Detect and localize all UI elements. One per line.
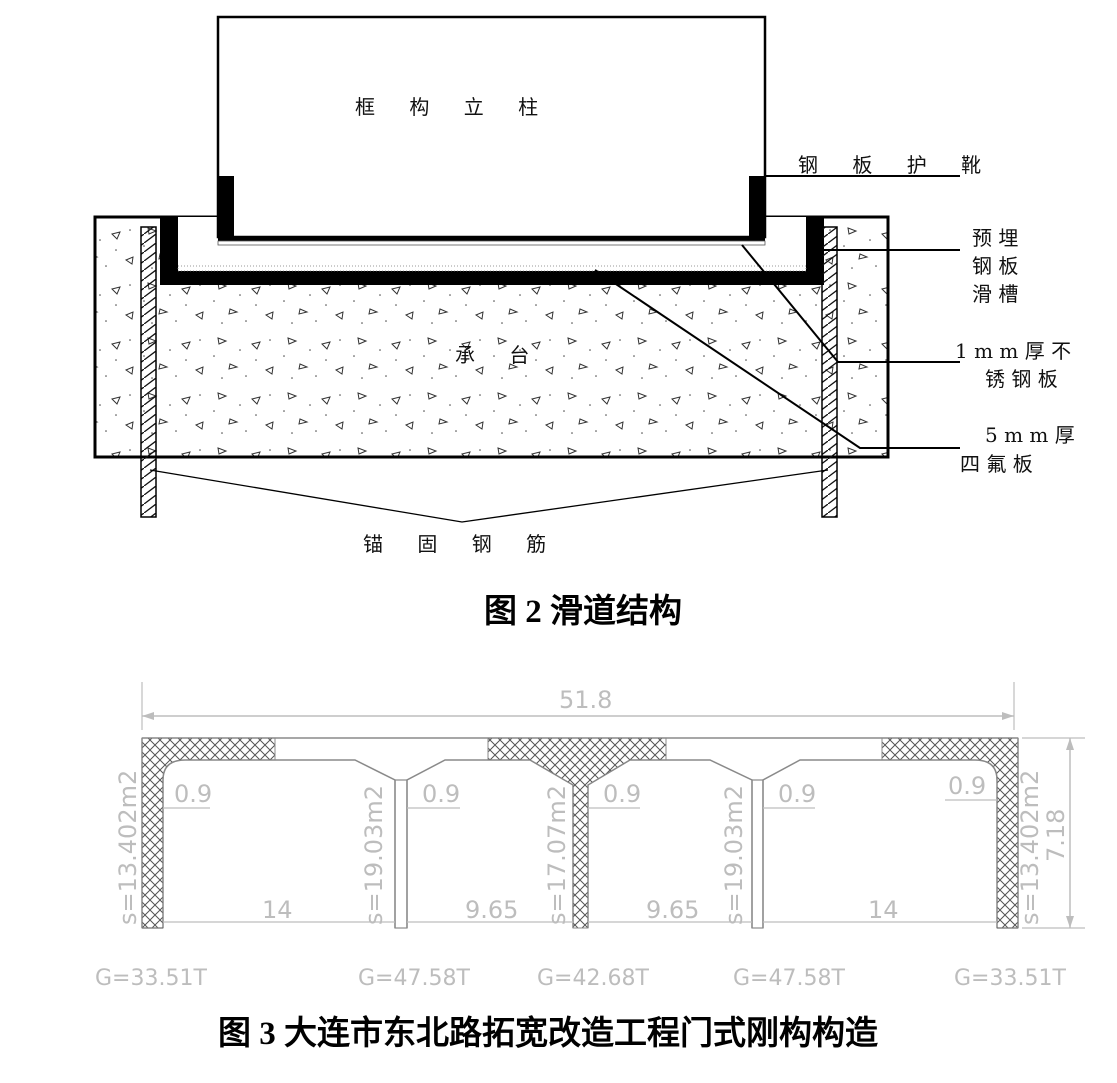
label-ptfe-2: 四 氟 板 bbox=[960, 452, 1033, 476]
figure-2-caption: 图 2 滑道结构 bbox=[484, 593, 682, 630]
stainless-steel-plate bbox=[217, 240, 766, 246]
label-embed-2: 钢 板 bbox=[972, 254, 1018, 278]
label-embed-3: 滑 槽 bbox=[972, 282, 1018, 306]
area-4: s=19.03m2 bbox=[720, 785, 748, 925]
span-2: 9.65 bbox=[465, 896, 518, 924]
label-embed-1: 预 埋 bbox=[972, 226, 1018, 250]
ptfe-plate bbox=[177, 265, 807, 272]
wall-thickness-3: 0.9 bbox=[603, 780, 641, 808]
span-3: 9.65 bbox=[646, 896, 699, 924]
weight-1: G=33.51T bbox=[95, 966, 207, 991]
steel-boot-right bbox=[749, 176, 765, 240]
dim-height: 7.18 bbox=[1042, 809, 1070, 862]
span-1: 14 bbox=[262, 896, 293, 924]
hatch-center-top bbox=[487, 737, 667, 929]
inner-wall-right bbox=[751, 779, 764, 929]
label-boot: 钢 板 护 靴 bbox=[798, 153, 995, 177]
label-ptfe-1: 5 m m 厚 bbox=[985, 423, 1075, 447]
anchor-rebar-left bbox=[140, 226, 157, 518]
embedded-steel-groove bbox=[160, 217, 824, 285]
inner-wall-left bbox=[394, 779, 408, 929]
area-5: s=13.402m2 bbox=[1016, 770, 1044, 925]
weight-2: G=47.58T bbox=[358, 966, 470, 991]
frame-column bbox=[216, 15, 767, 239]
leader-anchor bbox=[149, 469, 829, 523]
leader-steel bbox=[741, 244, 960, 363]
leader-ptfe bbox=[594, 269, 960, 449]
wall-thickness-5: 0.9 bbox=[948, 772, 986, 800]
weight-5: G=33.51T bbox=[954, 966, 1066, 991]
wall-thickness-2: 0.9 bbox=[422, 780, 460, 808]
figure-3-caption: 图 3 大连市东北路拓宽改造工程门式刚构构造 bbox=[218, 1014, 878, 1052]
area-3: s=17.07m2 bbox=[543, 785, 571, 925]
label-anchor: 锚 固 钢 筋 bbox=[363, 532, 560, 556]
column-base-plate bbox=[218, 236, 765, 241]
dim-arrow-right bbox=[1002, 712, 1014, 720]
dim-arrow-left bbox=[142, 712, 154, 720]
figure-3-portal-frame: 51.8 0.9 0.9 0 bbox=[95, 682, 1085, 1052]
wall-thickness-1: 0.9 bbox=[174, 780, 212, 808]
hatch-right-wall bbox=[881, 737, 1019, 929]
wall-thickness-leaders bbox=[163, 799, 997, 809]
label-steel-2: 锈 钢 板 bbox=[985, 367, 1058, 391]
hatch-left-wall bbox=[141, 737, 276, 929]
label-pile-cap: 承 台 bbox=[455, 343, 543, 367]
steel-boot-left bbox=[218, 176, 234, 240]
dim-arrow-bottom bbox=[1066, 916, 1074, 928]
area-1: s=13.402m2 bbox=[114, 770, 142, 925]
weight-4: G=47.58T bbox=[733, 966, 845, 991]
label-steel-1: 1 m m 厚 不 bbox=[955, 339, 1071, 363]
dim-arrow-top bbox=[1066, 738, 1074, 750]
span-4: 14 bbox=[868, 896, 899, 924]
wall-thickness-4: 0.9 bbox=[778, 780, 816, 808]
weight-3: G=42.68T bbox=[537, 966, 649, 991]
figure-2-slide-structure: 框 构 立 柱 钢 板 护 靴 预 埋 钢 板 滑 槽 1 m m 厚 不 锈 … bbox=[93, 15, 1075, 630]
anchor-rebar-right bbox=[821, 226, 838, 518]
label-column: 框 构 立 柱 bbox=[355, 95, 552, 119]
area-2: s=19.03m2 bbox=[360, 785, 388, 925]
dim-overall-width: 51.8 bbox=[559, 686, 612, 714]
